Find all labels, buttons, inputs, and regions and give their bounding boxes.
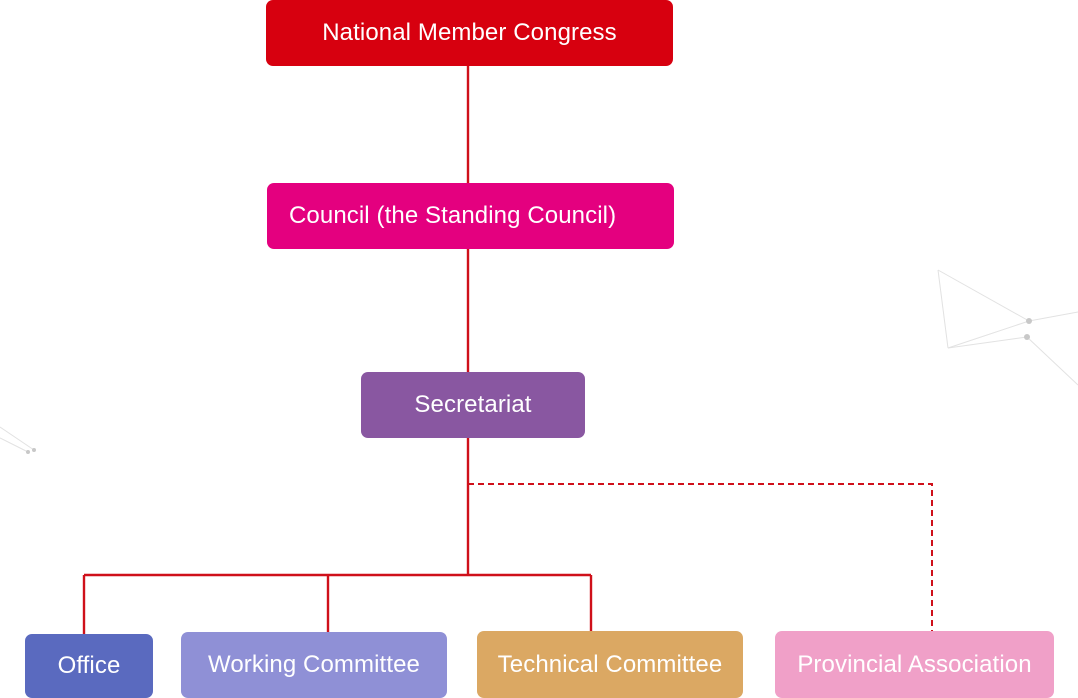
node-technical-committee: Technical Committee [477,631,743,698]
solid-connectors [82,66,593,634]
decorative-network-icon [0,269,1078,453]
node-council: Council (the Standing Council) [267,183,674,249]
node-national-member-congress: National Member Congress [266,0,673,66]
node-office: Office [25,634,153,698]
edge-to-provincial [468,483,933,631]
dashed-connectors [468,483,933,631]
node-provincial-association: Provincial Association [775,631,1054,698]
node-working-committee: Working Committee [181,632,447,698]
node-secretariat: Secretariat [361,372,585,438]
decorative-dots-icon [26,318,1032,454]
